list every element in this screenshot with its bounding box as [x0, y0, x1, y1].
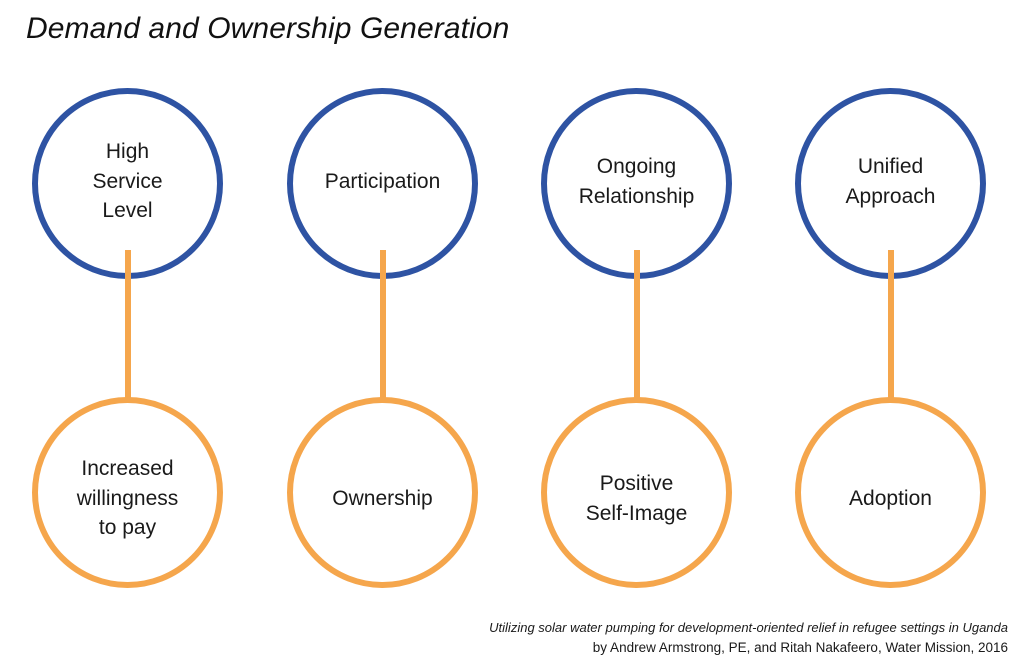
citation: Utilizing solar water pumping for develo… [489, 618, 1008, 659]
cause-node-3-label: Ongoing Relationship [578, 154, 695, 208]
diagram-title: Demand and Ownership Generation [26, 12, 510, 45]
effect-node-2[interactable]: Ownership [287, 397, 478, 588]
effect-node-1-label: Increased willingness to pay [76, 456, 179, 540]
flow-column-3: Ongoing Relationship Positive Self-Image [537, 0, 737, 669]
cause-node-4-label: Unified Approach [845, 154, 936, 208]
citation-source-title: Utilizing solar water pumping for develo… [489, 619, 1008, 635]
flow-column-1: High Service Level Increased willingness… [28, 0, 228, 669]
effect-node-4[interactable]: Adoption [795, 397, 986, 588]
effect-node-1[interactable]: Increased willingness to pay [32, 397, 223, 588]
flow-column-2: Participation Ownership [283, 0, 483, 669]
cause-node-3[interactable]: Ongoing Relationship [541, 88, 732, 279]
cause-node-1[interactable]: High Service Level [32, 88, 223, 279]
cause-node-1-label: High Service Level [92, 139, 163, 223]
citation-authors: by Andrew Armstrong, PE, and Ritah Nakaf… [592, 640, 1008, 656]
effect-node-3[interactable]: Positive Self-Image [541, 397, 732, 588]
effect-node-2-label: Ownership [332, 486, 433, 510]
cause-node-2[interactable]: Participation [287, 88, 478, 279]
cause-node-4[interactable]: Unified Approach [795, 88, 986, 279]
cause-node-2-label: Participation [324, 169, 441, 193]
effect-node-4-label: Adoption [849, 486, 932, 510]
effect-node-3-label: Positive Self-Image [585, 471, 688, 525]
flow-column-4: Unified Approach Adoption [791, 0, 991, 669]
